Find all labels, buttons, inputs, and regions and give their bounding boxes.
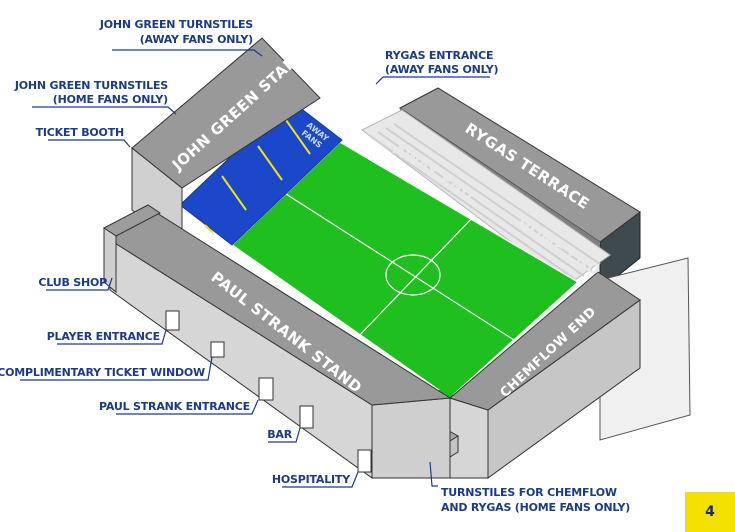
label-rygas-entrance-1: RYGAS ENTRANCE	[385, 49, 493, 62]
chemflow-end	[448, 271, 641, 479]
rygas-steps	[361, 109, 611, 286]
label-paul-strank-entrance: PAUL STRANK ENTRANCE	[99, 400, 250, 413]
halfway-line-2	[354, 214, 476, 341]
player-entrance-door	[165, 310, 180, 331]
paul-strank-stand	[103, 204, 452, 479]
label-complimentary-ticket-window: COMPLIMENTARY TICKET WINDOW	[0, 366, 205, 379]
label-john-green-turnstiles-home-2: (HOME FANS ONLY)	[53, 93, 168, 106]
chemflow-end-roof	[448, 271, 641, 411]
halfway-line	[285, 193, 515, 341]
label-john-green-turnstiles-away-2: (AWAY FANS ONLY)	[140, 33, 253, 46]
label-turnstiles-chemflow-rygas-2: AND RYGAS (HOME FANS ONLY)	[441, 501, 630, 514]
label-john-green-turnstiles-away-1: JOHN GREEN TURNSTILES	[99, 18, 253, 31]
complimentary-ticket-window	[210, 341, 225, 358]
label-player-entrance: PLAYER ENTRANCE	[47, 330, 160, 343]
label-john-green-turnstiles-home-1: JOHN GREEN TURNSTILES	[14, 79, 168, 92]
label-turnstiles-chemflow-rygas-1: TURNSTILES FOR CHEMFLOW	[441, 486, 617, 499]
label-hospitality: HOSPITALITY	[272, 473, 351, 486]
label-club-shop: CLUB SHOP	[38, 276, 107, 289]
label-ticket-booth: TICKET BOOTH	[36, 126, 124, 139]
paul-strank-stand-wall-end	[371, 397, 451, 479]
bar-door	[299, 405, 314, 429]
centre-circle	[385, 254, 441, 296]
label-rygas-entrance-2: (AWAY FANS ONLY)	[385, 63, 498, 76]
hospitality-door	[357, 449, 372, 473]
paul-strank-entrance-door	[258, 377, 274, 401]
john-green-stand-roof	[131, 37, 321, 189]
label-bar: BAR	[267, 428, 292, 441]
page-number-badge: 4	[685, 492, 735, 532]
john-green-stand	[131, 37, 343, 250]
